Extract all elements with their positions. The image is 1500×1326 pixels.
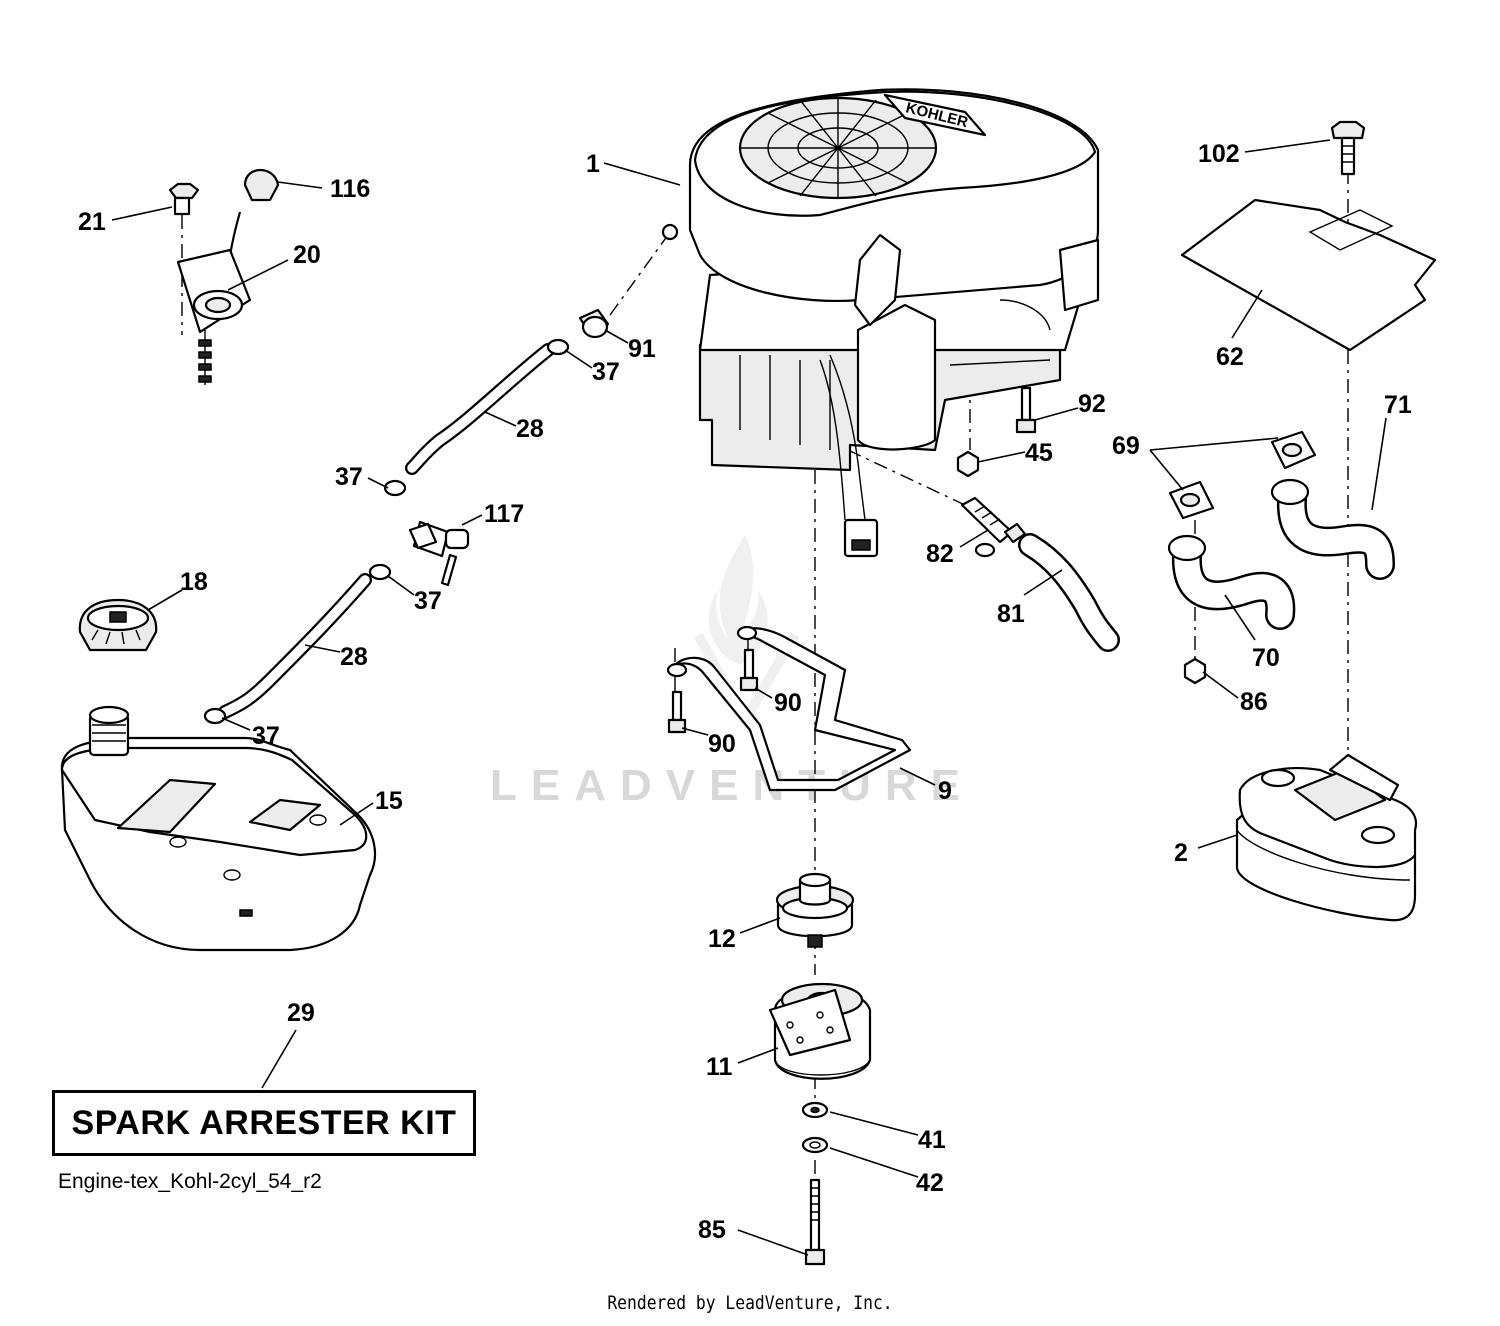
- spark-arrester-kit-label: SPARK ARRESTER KIT: [71, 1103, 457, 1142]
- callout-20: 20: [293, 241, 321, 269]
- heat-shield: [1180, 120, 1437, 352]
- engine-mount-hardware: [956, 386, 1037, 478]
- muffler: [1235, 753, 1418, 922]
- callout-91: 91: [628, 335, 656, 363]
- callout-69: 69: [1112, 432, 1140, 460]
- callout-2: 2: [1174, 839, 1188, 867]
- diagram-code: Engine-tex_Kohl-2cyl_54_r2: [58, 1170, 322, 1193]
- callout-41: 41: [918, 1126, 946, 1154]
- callout-62: 62: [1216, 343, 1244, 371]
- callout-28-upper: 28: [516, 415, 544, 443]
- fuel-line-assembly: [203, 308, 610, 725]
- callout-86: 86: [1240, 688, 1268, 716]
- callout-116: 116: [330, 175, 370, 203]
- spark-arrester-kit-box: SPARK ARRESTER KIT: [52, 1090, 476, 1156]
- callout-90-right: 90: [774, 689, 802, 717]
- callout-37-lower: 37: [414, 587, 442, 615]
- callout-92: 92: [1078, 390, 1106, 418]
- watermark-text: LEADVENTURE: [490, 761, 974, 810]
- callout-21: 21: [78, 208, 106, 236]
- callout-85: 85: [698, 1216, 726, 1244]
- callout-102: 102: [1198, 140, 1240, 168]
- callout-82: 82: [926, 540, 954, 568]
- callout-9: 9: [938, 777, 952, 805]
- callout-70: 70: [1252, 644, 1280, 672]
- clutch-hardware: [801, 1101, 829, 1266]
- callout-37-bottom: 37: [252, 722, 280, 750]
- callout-11: 11: [706, 1053, 733, 1081]
- callout-1: 1: [586, 150, 600, 178]
- callout-15: 15: [375, 787, 403, 815]
- fuel-tank: [60, 705, 377, 952]
- callout-12: 12: [708, 925, 736, 953]
- callout-71: 71: [1384, 391, 1412, 419]
- callout-18: 18: [180, 568, 208, 596]
- footer-credit: Rendered by LeadVenture, Inc.: [607, 1292, 893, 1314]
- pto-bracket-assembly: [666, 625, 912, 792]
- fuel-cap: [78, 598, 158, 652]
- fuel-filter-assembly: [960, 496, 1120, 652]
- callout-45: 45: [1025, 439, 1053, 467]
- callout-28-lower: 28: [340, 643, 368, 671]
- callout-37-mid: 37: [335, 463, 363, 491]
- electric-clutch: [768, 982, 872, 1080]
- leader-lines: [111, 139, 1387, 1256]
- callout-117: 117: [484, 500, 524, 528]
- callout-81: 81: [997, 600, 1025, 628]
- callout-42: 42: [916, 1169, 944, 1197]
- exhaust-assembly: [1167, 430, 1395, 685]
- throttle-control-assembly: [168, 169, 280, 385]
- callout-90-left: 90: [708, 730, 736, 758]
- callout-29: 29: [287, 999, 315, 1027]
- callout-labels: 1 116 21 20 91 37 28 37 117 18 37 28 37 …: [78, 140, 1412, 1244]
- engine-assembly: KOHLER: [661, 88, 1100, 558]
- engine-pulley: [775, 872, 855, 948]
- callout-37-upper: 37: [592, 358, 620, 386]
